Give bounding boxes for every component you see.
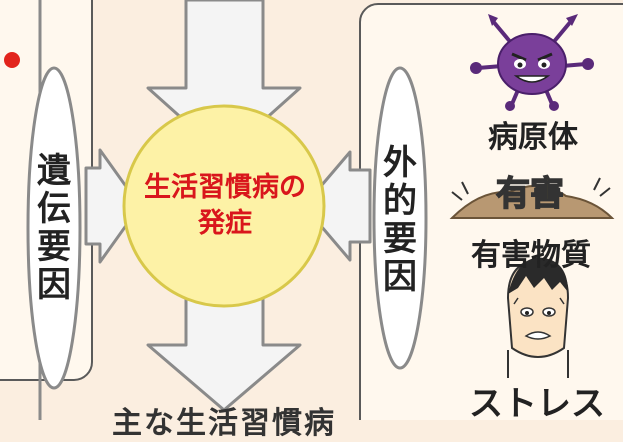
- genetic-factor-oval: [26, 66, 82, 390]
- char: 伝: [37, 189, 71, 229]
- char: 要: [383, 219, 417, 259]
- char: 因: [383, 257, 417, 297]
- harmful-badge: 有害: [495, 173, 565, 215]
- onset-circle: [122, 104, 326, 308]
- onset-text: 生活習慣病の 発症: [130, 170, 320, 242]
- char: 的: [383, 181, 417, 221]
- char: 外: [383, 143, 417, 183]
- char: 要: [37, 227, 71, 267]
- onset-line1: 生活習慣病の: [144, 172, 306, 203]
- left-arrow: [84, 148, 142, 264]
- virus-icon: [470, 14, 594, 111]
- pathogen-label: 病原体: [488, 120, 578, 155]
- red-dot-marker: [4, 52, 20, 68]
- genetic-factor-label: 遺 伝 要 因: [32, 148, 76, 308]
- external-factor-label: 外 的 要 因: [378, 140, 422, 300]
- onset-line2: 発症: [198, 208, 252, 239]
- external-factor-oval: [372, 66, 428, 370]
- main-diseases-heading: 主な生活習慣病: [112, 406, 336, 441]
- toxic-substance-icon: [449, 177, 615, 219]
- right-arrow: [302, 150, 372, 262]
- stress-label: ストレス: [469, 384, 605, 424]
- harmful-substance-label: 有害物質: [471, 238, 591, 273]
- char: 遺: [37, 151, 71, 191]
- diagram-canvas: [0, 0, 623, 420]
- stressed-man-icon: [506, 257, 570, 378]
- char: 因: [37, 265, 71, 305]
